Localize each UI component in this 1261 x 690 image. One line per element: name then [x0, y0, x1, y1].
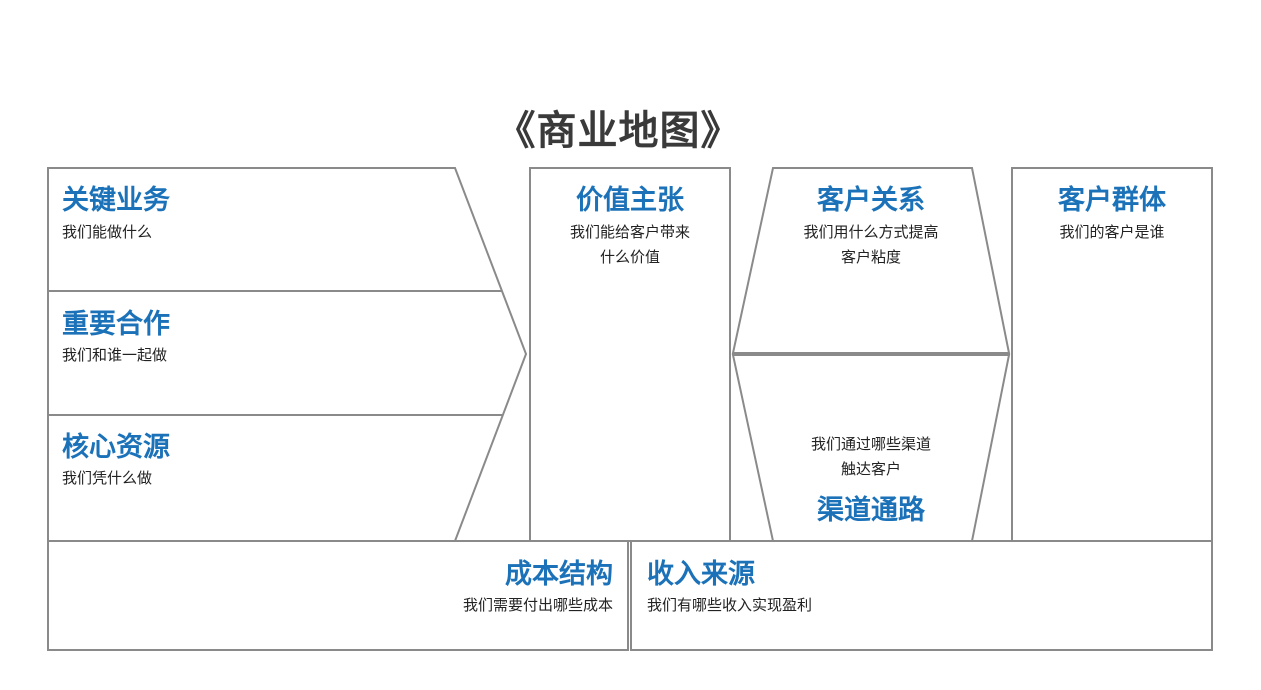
customer-segments-desc: 我们的客户是谁: [1059, 223, 1165, 241]
key-resources-desc: 我们凭什么做: [62, 469, 153, 487]
customer-relationships-heading: 客户关系: [817, 185, 925, 216]
value-proposition-desc-line1: 我们能给客户带来: [569, 223, 690, 241]
key-resources-heading: 核心资源: [62, 432, 170, 463]
revenue-streams-desc: 我们有哪些收入实现盈利: [647, 596, 813, 614]
key-partners-heading: 重要合作: [62, 309, 170, 340]
revenue-streams-heading: 收入来源: [647, 559, 755, 590]
channels-heading: 渠道通路: [817, 495, 925, 526]
revenue-streams-outline: [630, 540, 1213, 651]
value-proposition-heading: 价值主张: [576, 185, 684, 216]
key-partners-desc: 我们和谁一起做: [62, 346, 168, 364]
cost-structure-desc: 我们需要付出哪些成本: [462, 596, 613, 614]
customer-relationships-outline: [731, 167, 1011, 354]
customer-relationships-desc-line2: 客户粘度: [840, 248, 901, 266]
customer-relationships-desc-line1: 我们用什么方式提高: [803, 223, 939, 241]
customer-segments-heading: 客户群体: [1058, 185, 1166, 216]
key-activities-heading: 关键业务: [62, 185, 170, 216]
page-title: 《商业地图》: [495, 108, 742, 154]
cost-structure-outline: [47, 540, 629, 651]
cost-structure-heading: 成本结构: [505, 559, 613, 590]
channels-desc-line2: 触达客户: [840, 460, 901, 478]
key-activities-desc: 我们能做什么: [62, 223, 153, 241]
channels-desc-line1: 我们通过哪些渠道: [810, 435, 931, 453]
value-proposition-desc-line2: 什么价值: [599, 248, 660, 266]
left-chevron-outline: [47, 167, 528, 542]
